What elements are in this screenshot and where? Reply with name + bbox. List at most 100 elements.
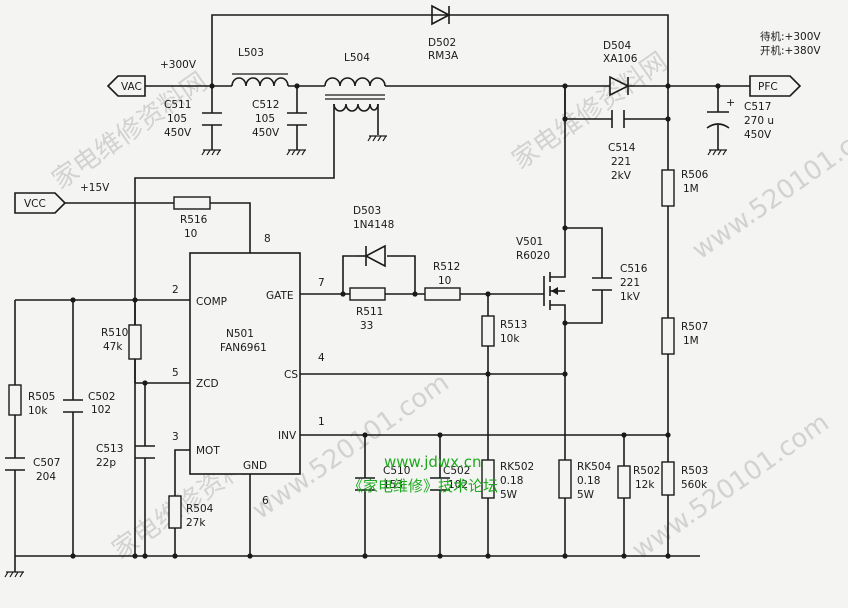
resistor-rk504: RK504 0.18 5W: [558, 459, 612, 501]
resistor-r516: R516 10: [173, 196, 211, 240]
resistor-r505: R505 10k: [8, 384, 55, 417]
svg-text:D504: D504: [603, 40, 631, 52]
svg-text:27k: 27k: [186, 517, 206, 529]
svg-text:R512: R512: [433, 261, 460, 273]
svg-text:R503: R503: [681, 465, 708, 477]
svg-text:C510: C510: [383, 465, 410, 477]
svg-text:0.18: 0.18: [577, 475, 600, 487]
svg-text:R513: R513: [500, 319, 527, 331]
wires: [14, 14, 750, 572]
svg-text:FAN6961: FAN6961: [220, 342, 267, 354]
svg-text:1M: 1M: [683, 335, 699, 347]
capacitor-c513: C513 22p: [96, 443, 155, 469]
svg-text:450V: 450V: [164, 127, 192, 139]
l504-ground: [367, 135, 388, 142]
svg-text:C513: C513: [96, 443, 123, 455]
resistor-r503: R503 560k: [661, 461, 708, 496]
capacitor-c516: C516 221 1kV: [592, 263, 648, 303]
svg-text:COMP: COMP: [196, 296, 227, 308]
svg-text:R505: R505: [28, 391, 55, 403]
resistor-r507: R507 1M: [661, 317, 708, 355]
svg-text:450V: 450V: [744, 129, 772, 141]
capacitor-c517: + C517 270 u 450V: [706, 96, 774, 156]
svg-text:6: 6: [262, 495, 269, 507]
svg-text:L504: L504: [344, 52, 370, 64]
resistor-r511: R511 33: [349, 287, 386, 332]
svg-text:VCC: VCC: [24, 198, 46, 210]
svg-text:5W: 5W: [500, 489, 518, 501]
svg-text:153: 153: [383, 479, 403, 491]
svg-text:V501: V501: [516, 236, 543, 248]
capacitor-c511: C511 105 450V: [164, 99, 222, 156]
svg-text:10k: 10k: [500, 333, 520, 345]
svg-text:204: 204: [36, 471, 56, 483]
svg-text:R502: R502: [633, 465, 660, 477]
svg-text:3: 3: [172, 431, 179, 443]
resistor-r502: R502 12k: [617, 465, 660, 499]
label-15v: +15V: [80, 182, 110, 194]
svg-text:R516: R516: [180, 214, 208, 226]
svg-text:D503: D503: [353, 205, 381, 217]
svg-text:47k: 47k: [103, 341, 123, 353]
svg-text:D502: D502: [428, 37, 456, 49]
diode-d503: D503 1N4148: [353, 205, 394, 268]
vcc-port: VCC: [14, 192, 67, 214]
watermark-forum: 《家电维修》技术论坛: [348, 477, 498, 495]
vac-port: VAC: [106, 75, 146, 97]
inductor-l503: L503: [231, 47, 289, 87]
mosfet-v501: V501 R6020: [516, 236, 566, 312]
svg-text:+: +: [726, 96, 735, 109]
svg-text:7: 7: [318, 277, 325, 289]
resistor-r504: R504 27k: [168, 495, 214, 529]
svg-text:R504: R504: [186, 503, 214, 515]
svg-text:221: 221: [611, 156, 631, 168]
svg-text:4: 4: [318, 352, 325, 364]
svg-text:5W: 5W: [577, 489, 595, 501]
svg-text:2: 2: [172, 284, 179, 296]
svg-text:102: 102: [448, 479, 468, 491]
diode-d504: D504 XA106: [603, 40, 638, 97]
svg-text:270 u: 270 u: [744, 115, 774, 127]
svg-text:C516: C516: [620, 263, 648, 275]
svg-text:家电维修资料网: 家电维修资料网: [507, 47, 673, 176]
resistor-r513: R513 10k: [481, 315, 527, 347]
main-ground: [4, 571, 25, 578]
label-300v: +300V: [160, 59, 197, 71]
label-running-voltage: 开机:+380V: [760, 44, 821, 57]
svg-text:0.18: 0.18: [500, 475, 523, 487]
svg-text:R6020: R6020: [516, 250, 550, 262]
svg-text:C512: C512: [252, 99, 279, 111]
svg-text:1N4148: 1N4148: [353, 219, 394, 231]
svg-text:1: 1: [318, 416, 325, 428]
watermark-url: www.jdwx.cn: [384, 453, 482, 471]
svg-text:450V: 450V: [252, 127, 280, 139]
svg-text:C517: C517: [744, 101, 771, 113]
svg-text:105: 105: [255, 113, 275, 125]
svg-text:INV: INV: [278, 430, 297, 442]
svg-text:C507: C507: [33, 457, 60, 469]
svg-text:5: 5: [172, 367, 179, 379]
svg-text:ZCD: ZCD: [196, 378, 219, 390]
svg-text:12k: 12k: [635, 479, 655, 491]
svg-text:N501: N501: [226, 328, 254, 340]
resistor-r512: R512 10: [424, 261, 461, 301]
capacitor-c514: C514 221 2kV: [608, 110, 636, 182]
svg-text:10: 10: [438, 275, 451, 287]
svg-text:102: 102: [91, 404, 111, 416]
capacitor-c502-comp: C502 102: [63, 391, 115, 416]
svg-text:105: 105: [167, 113, 187, 125]
resistor-rk502: RK502 0.18 5W: [481, 459, 534, 501]
svg-text:www.520101.com: www.520101.com: [627, 408, 835, 566]
svg-text:1M: 1M: [683, 183, 699, 195]
svg-text:XA106: XA106: [603, 53, 638, 65]
svg-text:C514: C514: [608, 142, 636, 154]
svg-text:1kV: 1kV: [620, 291, 641, 303]
svg-text:RK502: RK502: [500, 461, 534, 473]
svg-text:10: 10: [184, 228, 197, 240]
svg-text:RM3A: RM3A: [428, 50, 459, 62]
label-standby-voltage: 待机:+300V: [760, 30, 821, 43]
svg-text:C511: C511: [164, 99, 191, 111]
resistor-r506: R506 1M: [661, 169, 709, 207]
svg-text:2kV: 2kV: [611, 170, 632, 182]
